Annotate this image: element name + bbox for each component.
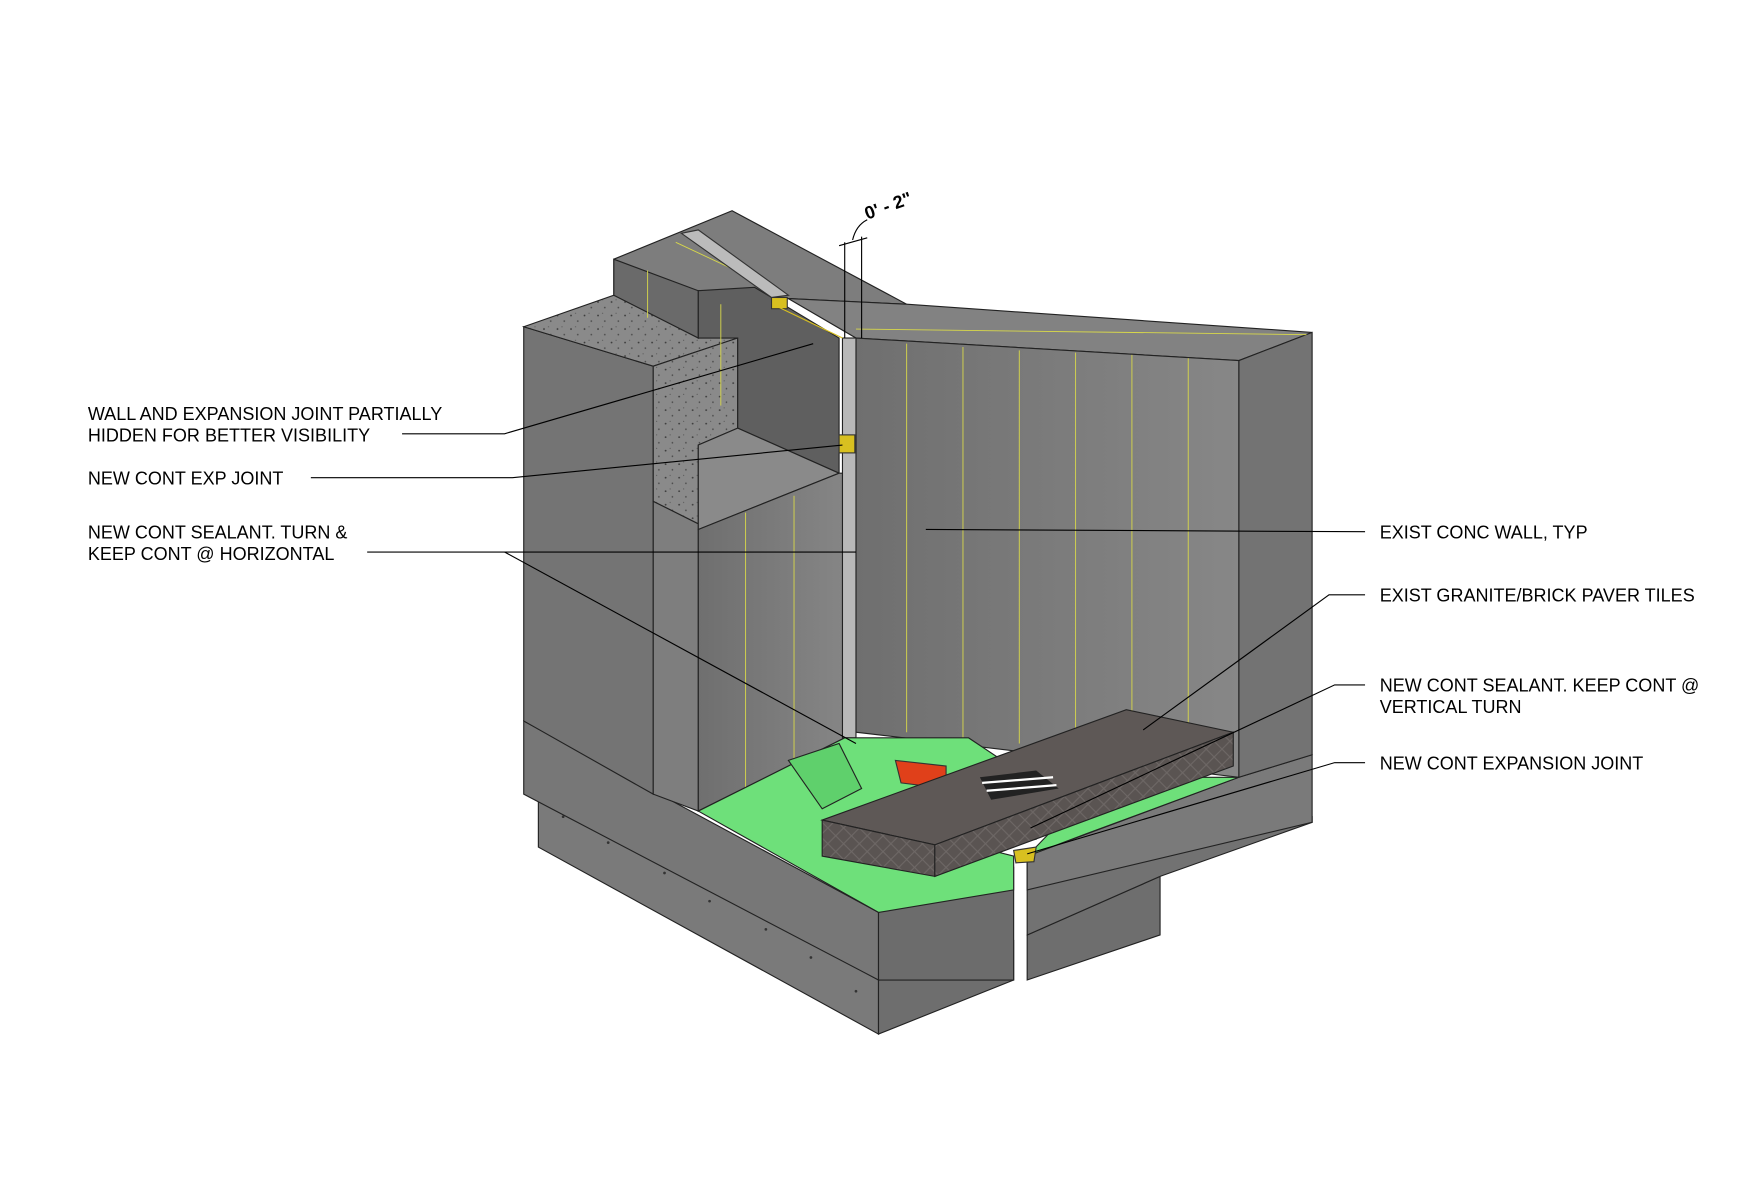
right-callouts: EXIST CONC WALL, TYP EXIST GRANITE/BRICK… xyxy=(925,523,1700,855)
vertical-expansion-joint xyxy=(680,229,857,739)
callout-exist-conc-wall: EXIST CONC WALL, TYP xyxy=(1380,523,1588,543)
left-callouts: WALL AND EXPANSION JOINT PARTIALLY HIDDE… xyxy=(88,343,857,744)
callout-wall-hidden-line1: WALL AND EXPANSION JOINT PARTIALLY xyxy=(88,404,442,424)
callout-wall-hidden-line2: HIDDEN FOR BETTER VISIBILITY xyxy=(88,426,370,446)
existing-concrete-wall xyxy=(788,298,1313,779)
dimension-text: 0' - 2" xyxy=(862,188,915,224)
callout-exp-joint: NEW CONT EXP JOINT xyxy=(88,468,284,488)
callout-new-expansion-joint: NEW CONT EXPANSION JOINT xyxy=(1380,753,1644,773)
callout-sealant-horizontal-line2: KEEP CONT @ HORIZONTAL xyxy=(88,544,335,564)
callout-paver-tiles: EXIST GRANITE/BRICK PAVER TILES xyxy=(1380,586,1695,606)
callout-sealant-vertical-line2: VERTICAL TURN xyxy=(1380,697,1522,717)
callout-sealant-horizontal-line1: NEW CONT SEALANT. TURN & xyxy=(88,523,348,543)
callout-sealant-vertical-line1: NEW CONT SEALANT. KEEP CONT @ xyxy=(1380,676,1700,696)
